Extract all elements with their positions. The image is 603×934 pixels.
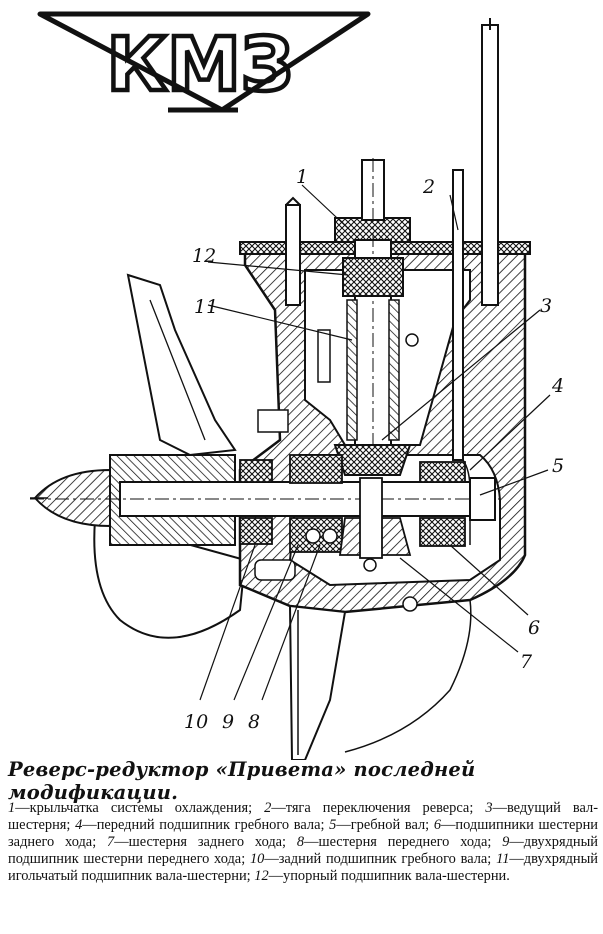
legend-text: —двухрядный подшипник шестерни переднего… — [8, 833, 598, 867]
legend-text: —задний подшипник гребного вала; — [264, 850, 497, 867]
legend-num: 7 — [107, 833, 115, 850]
legend-item: 9—двухрядный подшипник шестерни переднег… — [8, 834, 598, 867]
legend-item: 1—крыльчатка системы охлаждения; — [8, 800, 264, 816]
logo-text: КМЗ — [107, 22, 294, 108]
legend-item: 2—тяга переключения реверса; — [264, 800, 485, 816]
callout-3: 3 — [540, 295, 552, 317]
callout-9: 9 — [222, 711, 234, 733]
legend-num: 3 — [485, 800, 493, 816]
leader-lines — [199, 184, 551, 701]
legend-text: —передний подшипник гребного вала; — [82, 816, 330, 833]
legend-item: 8—шестерня переднего хода; — [297, 834, 502, 850]
legend-num: 8 — [296, 833, 305, 850]
legend-text: —упорный подшипник вала-шестерни. — [268, 867, 510, 884]
gearbox-drawing: КМЗ — [30, 11, 564, 760]
legend-num: 9 — [502, 833, 510, 850]
legend-text: —ведущий вал-шестерня; — [8, 800, 598, 833]
legend-num: 6 — [433, 816, 442, 833]
legend-text: —шестерня заднего хода; — [114, 833, 297, 850]
legend-item: 4—передний подшипник гребного вала; — [75, 817, 329, 833]
legend-text: —двухрядный игольчатый подшипник вала-ше… — [8, 850, 599, 884]
legend-num: 1 — [8, 800, 16, 816]
legend-text: —шестерня переднего хода; — [304, 833, 503, 850]
legend-text: —подшипники шестерни заднего хода; — [8, 816, 598, 850]
callout-8: 8 — [248, 711, 260, 733]
callout-4: 4 — [551, 375, 564, 397]
caption-legend: 1—крыльчатка системы охлаждения; 2—тяга … — [8, 800, 598, 885]
legend-num: 5 — [329, 816, 337, 833]
legend-num: 11 — [496, 850, 510, 867]
kmz-logo: КМЗ — [37, 11, 371, 113]
callout-11: 11 — [194, 296, 218, 318]
callout-2: 2 — [422, 176, 435, 198]
legend-num: 4 — [75, 816, 83, 833]
legend-item: 11—двухрядный игольчатый подшипник вала-… — [8, 851, 598, 884]
callout-7: 7 — [520, 651, 533, 673]
propeller — [30, 273, 247, 639]
legend-num: 2 — [264, 800, 272, 816]
legend-num: 10 — [249, 850, 265, 867]
caption-title: Реверс-редуктор «Привета» последней моди… — [8, 758, 476, 804]
drive-shaft — [334, 158, 411, 460]
legend-text: —крыльчатка системы охлаждения; — [15, 800, 265, 816]
gears-bearings — [239, 333, 466, 612]
legend-item: 5—гребной вал; — [329, 817, 434, 833]
callout-12: 12 — [192, 245, 216, 267]
legend-text: —тяга переключения реверса; — [271, 800, 486, 816]
legend-item: 3—ведущий вал-шестерня; — [8, 800, 598, 833]
legend-item: 7—шестерня заднего хода; — [107, 834, 297, 850]
legend-num: 12 — [254, 867, 269, 884]
legend-item: 10—задний подшипник гребного вала; — [250, 851, 496, 867]
callout-5: 5 — [552, 455, 564, 477]
callout-10: 10 — [184, 711, 208, 733]
legend-text: —гребной вал; — [336, 816, 434, 833]
callout-6: 6 — [528, 617, 540, 639]
callout-labels: 1 2 3 4 5 6 7 8 9 10 11 12 — [184, 166, 564, 733]
legend-item: 6—подшипники шестерни заднего хода; — [8, 817, 598, 850]
legend-item: 12—упорный подшипник вала-шестерни. — [254, 868, 510, 884]
studs-rods — [254, 18, 499, 581]
callout-1: 1 — [296, 166, 308, 188]
